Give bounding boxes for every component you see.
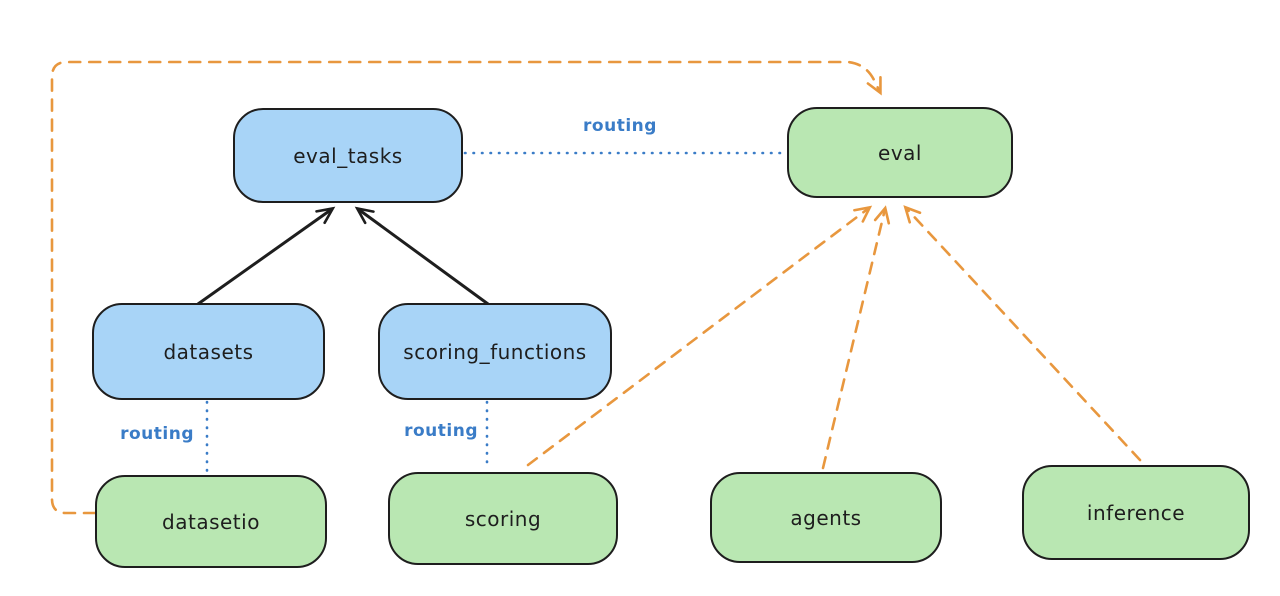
edge-label-routing-datasets-datasetio: routing (120, 424, 194, 444)
node-agents: agents (710, 472, 942, 563)
node-datasets: datasets (92, 303, 325, 400)
node-eval: eval (787, 107, 1013, 198)
node-scoring-functions: scoring_functions (378, 303, 612, 400)
edge-datasets-to-eval-tasks (196, 206, 336, 306)
edge-label-routing-eval-tasks-eval: routing (583, 116, 657, 136)
node-datasetio: datasetio (95, 475, 327, 568)
node-scoring: scoring (388, 472, 618, 565)
node-eval-tasks: eval_tasks (233, 108, 463, 203)
edge-scoring-to-eval (526, 205, 873, 467)
edge-agents-to-eval (821, 205, 891, 470)
edge-label-routing-scoring-functions-scoring: routing (404, 421, 478, 441)
edge-datasetio-to-eval (50, 60, 882, 515)
edge-scoring-functions-to-eval-tasks (354, 206, 490, 306)
edge-inference-to-eval (903, 205, 1142, 462)
node-inference: inference (1022, 465, 1250, 560)
